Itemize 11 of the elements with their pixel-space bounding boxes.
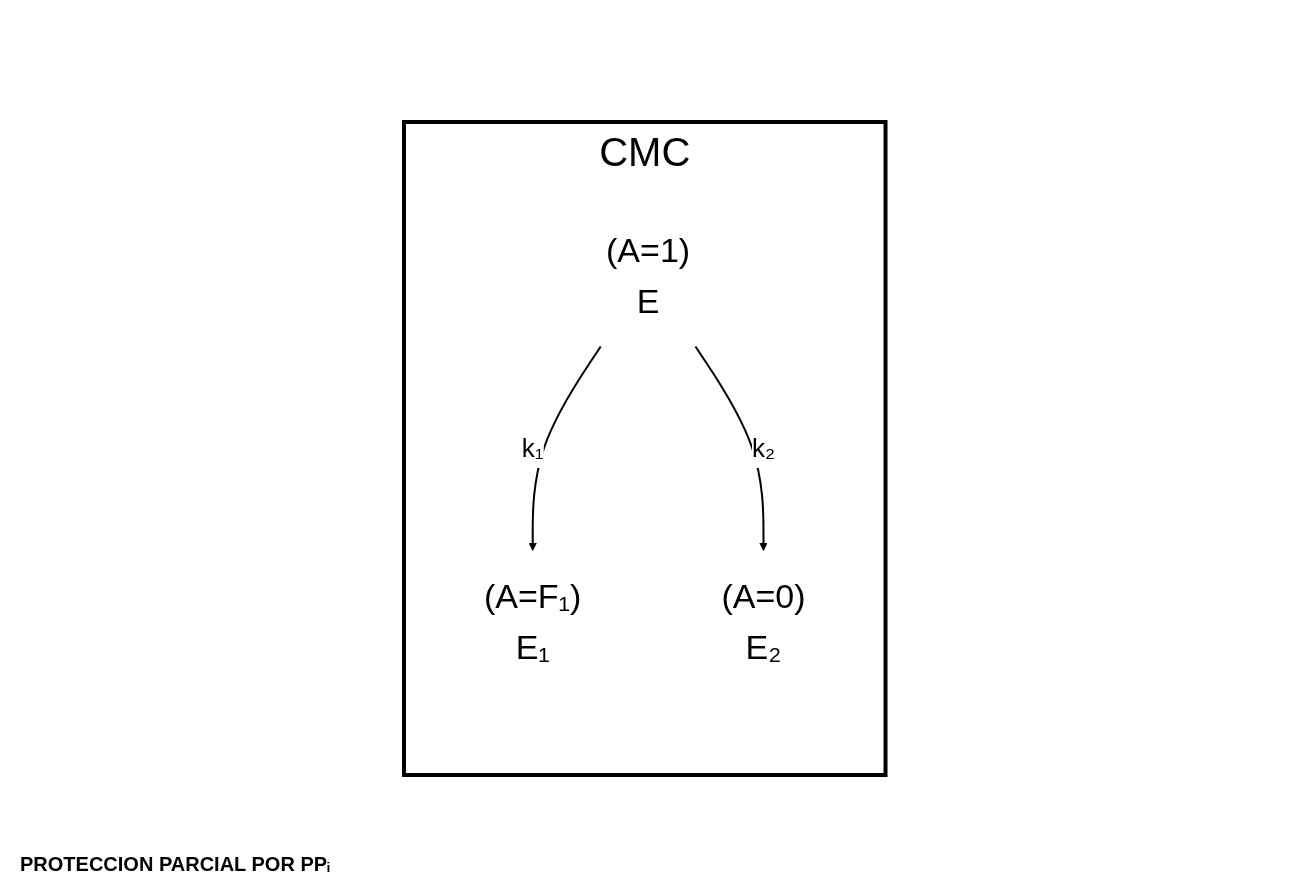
node-text: E₂: [745, 627, 782, 665]
node-text: E: [636, 281, 660, 319]
node-label: (A=1): [606, 230, 691, 268]
arrow: [694, 345, 769, 551]
edge-label: k₂: [752, 432, 776, 463]
note-text: PROTECCION PARCIAL POR PPᵢ: [20, 853, 330, 876]
node-label: (A=0): [721, 576, 806, 614]
arrow: [528, 345, 602, 551]
node-text: E₁: [515, 627, 551, 665]
node-label: (A=F₁): [484, 576, 582, 614]
edge-label: k₁: [522, 432, 544, 463]
